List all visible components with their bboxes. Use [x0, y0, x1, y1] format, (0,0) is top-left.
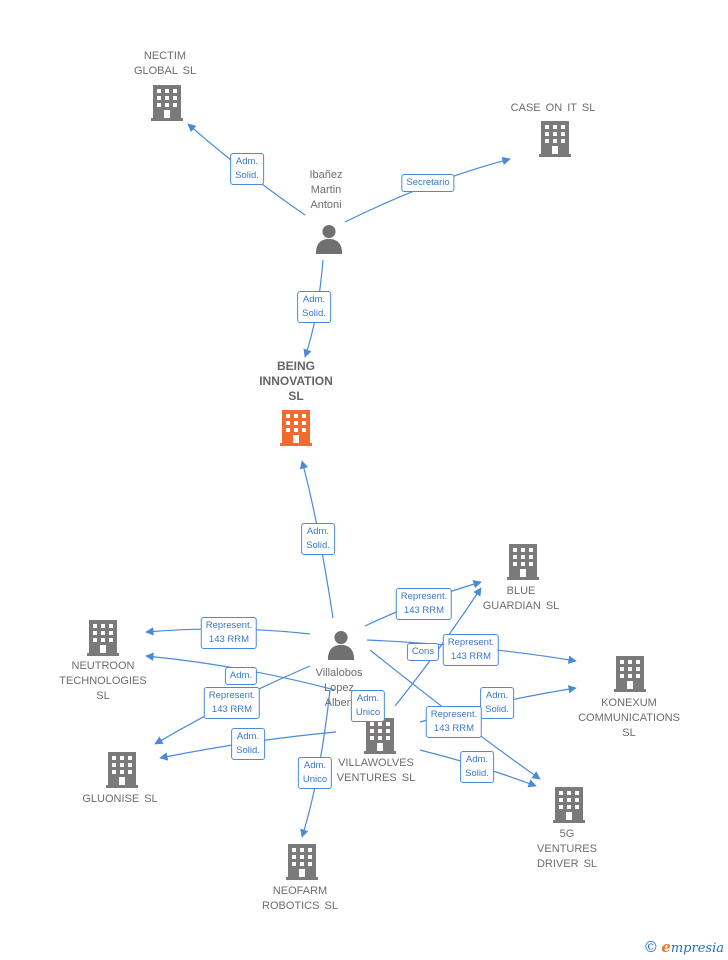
node-ibanez-martin-antoni[interactable]: Ibañez Martin Antoni — [309, 169, 343, 211]
edge-label-represent[interactable]: Represent. 143 RRM — [425, 706, 483, 738]
building-icon-main — [280, 410, 312, 446]
building-icon — [286, 844, 318, 880]
building-icon — [614, 656, 646, 692]
building-icon — [151, 85, 183, 121]
building-icon — [539, 121, 571, 157]
edge-label-represent[interactable]: Represent. 143 RRM — [200, 617, 258, 649]
building-icon — [87, 620, 119, 656]
node-blue-guardian[interactable]: BLUE GUARDIAN SL — [482, 585, 560, 612]
node-5g-ventures-driver[interactable]: 5G VENTURES DRIVER SL — [536, 828, 598, 870]
edge-label-consejero[interactable]: Cons — [406, 643, 440, 661]
edge-villawolves-blue — [394, 587, 482, 707]
node-villalobos-lopez-albert[interactable]: Villalobos Lopez Albert — [315, 667, 363, 709]
node-case-on-it[interactable]: CASE ON IT SL — [510, 102, 596, 114]
edge-label-adm-solid[interactable]: Adm. Solid. — [460, 751, 494, 783]
building-icon — [507, 544, 539, 580]
edge-label-represent[interactable]: Represent. 143 RRM — [442, 634, 500, 666]
node-being-innovation[interactable]: BEING INNOVATION SL — [259, 359, 333, 403]
person-icon — [315, 224, 343, 254]
person-icon — [327, 630, 355, 660]
edge-label-adm-unico[interactable]: Adm. Unico — [350, 690, 386, 722]
edge-label-adm-solid[interactable]: Adm. Solid. — [297, 291, 331, 323]
brand-name: mpresia — [670, 941, 724, 956]
node-neutroon-technologies[interactable]: NEUTROON TECHNOLOGIES SL — [59, 660, 147, 702]
edge-label-adm-unico[interactable]: Adm. Unico — [297, 757, 333, 789]
copyright-symbol: © — [643, 938, 659, 956]
edge-label-represent[interactable]: Represent. 143 RRM — [203, 687, 261, 719]
edge-label-adm-solid[interactable]: Adm. Solid. — [231, 728, 265, 760]
empresia-logo[interactable]: ©empresia — [643, 938, 724, 956]
building-icon — [553, 787, 585, 823]
edge-label-adm-solid[interactable]: Adm. Solid. — [301, 523, 335, 555]
node-neofarm-robotics[interactable]: NEOFARM ROBOTICS SL — [262, 885, 338, 912]
building-icon — [106, 752, 138, 788]
edge-label-secretario[interactable]: Secretario — [401, 174, 455, 192]
node-gluonise[interactable]: GLUONISE SL — [82, 793, 158, 805]
edges — [145, 123, 577, 838]
building-icon — [364, 718, 396, 754]
edge-label-adm[interactable]: Adm. — [224, 667, 258, 685]
node-villawolves-ventures[interactable]: VILLAWOLVES VENTURES SL — [336, 757, 416, 784]
brand-initial: e — [661, 938, 671, 956]
edge-label-represent[interactable]: Represent. 143 RRM — [395, 588, 453, 620]
node-nectim-global[interactable]: NECTIM GLOBAL SL — [133, 50, 197, 77]
node-konexum-communications[interactable]: KONEXUM COMMUNICATIONS SL — [578, 697, 680, 739]
edge-label-adm-solid[interactable]: Adm. Solid. — [230, 153, 264, 185]
edge-label-adm-solid[interactable]: Adm. Solid. — [480, 687, 514, 719]
